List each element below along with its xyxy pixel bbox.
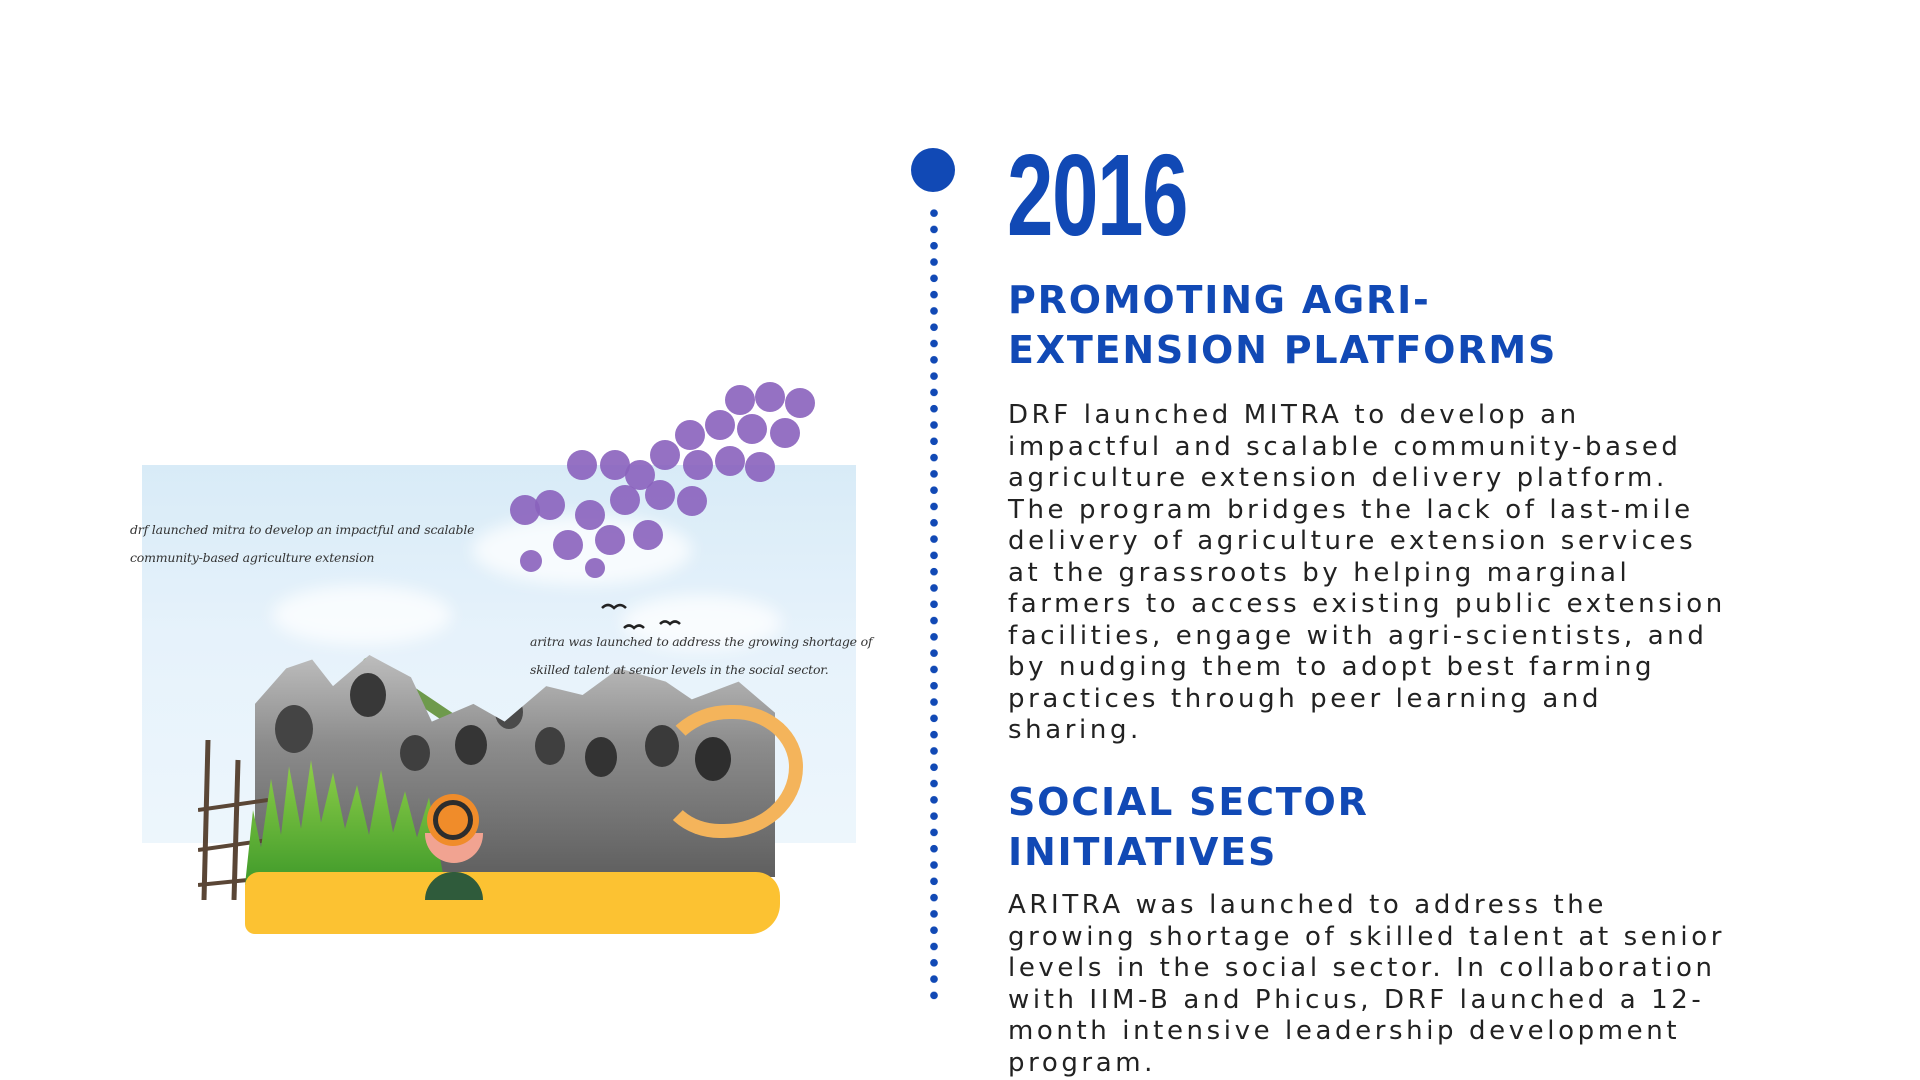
- section-body-agri-extension: DRF launched MITRA to develop an impactf…: [1008, 400, 1726, 745]
- script-note-2: aritra was launched to address the growi…: [530, 634, 873, 677]
- section-heading-social-sector: SOCIAL SECTOR INITIATIVES: [1008, 777, 1628, 877]
- script-note-1: drf launched mitra to develop an impactf…: [130, 522, 475, 565]
- timeline-dot-icon: [911, 148, 955, 192]
- orange-target-icon: [433, 800, 473, 840]
- section-heading-agri-extension: PROMOTING AGRI- EXTENSION PLATFORMS: [1008, 275, 1628, 375]
- section-body-social-sector: ARITRA was launched to address the growi…: [1008, 890, 1726, 1078]
- collage-illustration: drf launched mitra to develop an impactf…: [0, 0, 900, 1080]
- timeline-dotted-line: [930, 205, 938, 1005]
- heading-line: PROMOTING AGRI-: [1008, 278, 1431, 322]
- heading-line: SOCIAL SECTOR: [1008, 780, 1369, 824]
- heading-line: EXTENSION PLATFORMS: [1008, 328, 1558, 372]
- year-title: 2016: [1007, 130, 1188, 260]
- yellow-ground-strip: [245, 872, 780, 934]
- wooden-fence: [198, 740, 268, 900]
- heading-line: INITIATIVES: [1008, 830, 1278, 874]
- purple-flower-illustration: [505, 380, 825, 580]
- bird-icon: [601, 603, 681, 630]
